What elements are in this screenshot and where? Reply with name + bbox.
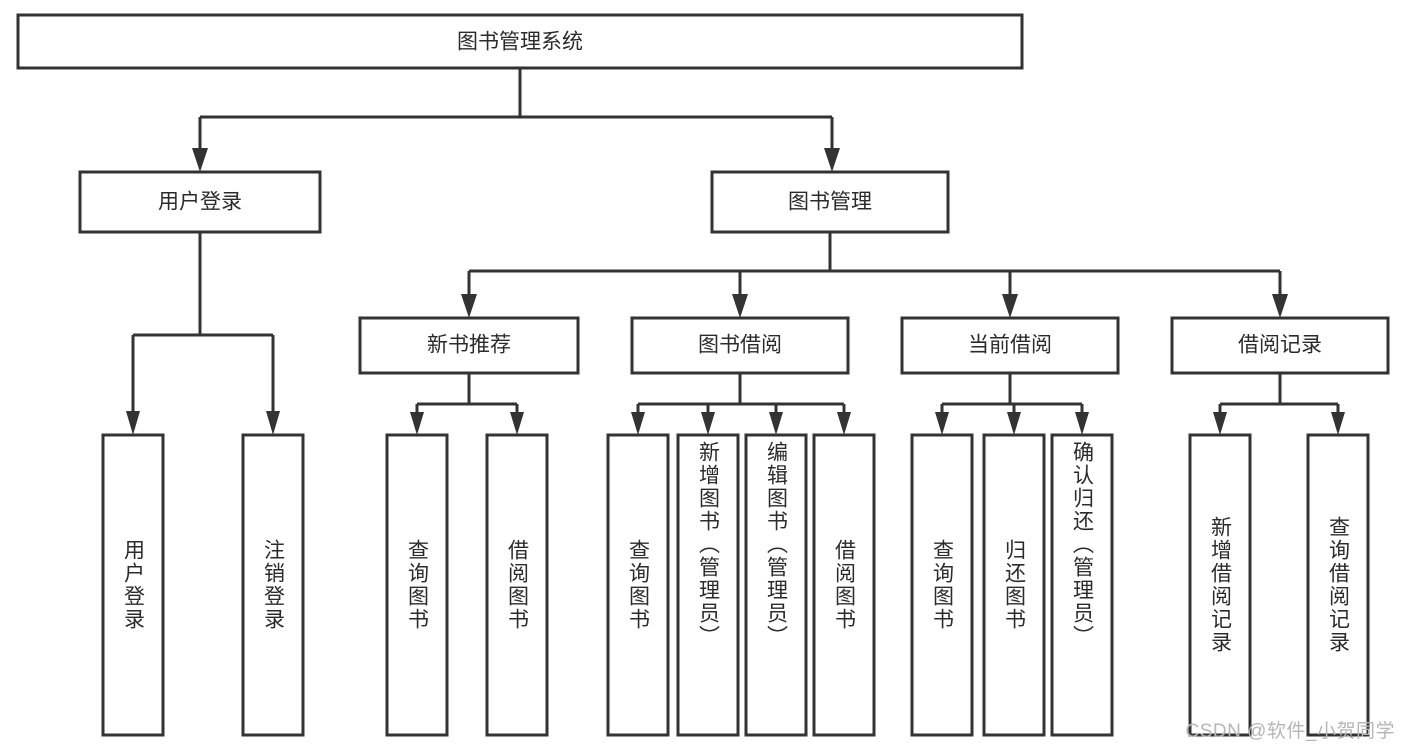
- node-new-book-recommend-label: 新书推荐: [427, 334, 511, 357]
- arrow-head-leaf-query-book-cb: [935, 412, 949, 435]
- arrow-head-new-book-recommend: [461, 294, 477, 318]
- arrow-head-user-login: [192, 148, 208, 172]
- leaf-query-borrow-rec-box[interactable]: [1306, 433, 1370, 737]
- node-user-login[interactable]: 用户登录: [78, 170, 322, 234]
- connector-group-user-login: [126, 232, 280, 435]
- connector-group-book-borrow: [631, 373, 851, 435]
- arrow-head-borrow-record: [1272, 294, 1288, 318]
- arrow-head-leaf-add-borrow-rec: [1213, 412, 1227, 435]
- leaf-add-borrow-rec-box[interactable]: [1188, 433, 1252, 737]
- node-book-management[interactable]: 图书管理: [710, 170, 950, 234]
- arrow-head-leaf-user-login: [126, 411, 140, 435]
- leaf-borrow-book-nbr-box[interactable]: [485, 433, 549, 737]
- node-book-borrow[interactable]: 图书借阅: [630, 316, 850, 375]
- connector-group-new-book-recommend: [410, 373, 524, 435]
- arrow-head-leaf-query-book-bb: [631, 412, 645, 435]
- leaf-add-book-admin-box[interactable]: [676, 433, 740, 737]
- leaf-user-logout-box[interactable]: [241, 433, 305, 737]
- csdn-watermark: CSDN @软件_小贺同学: [1185, 721, 1395, 742]
- node-root-label: 图书管理系统: [457, 31, 583, 54]
- arrow-head-book-borrow: [732, 294, 748, 318]
- leaf-return-book-box[interactable]: [982, 433, 1046, 737]
- leaf-borrow-book-bb-box[interactable]: [812, 433, 876, 737]
- node-borrow-record[interactable]: 借阅记录: [1170, 316, 1390, 375]
- node-user-login-box[interactable]: [78, 170, 322, 234]
- node-book-borrow-label: 图书借阅: [698, 334, 782, 357]
- node-book-management-box[interactable]: [710, 170, 950, 234]
- node-new-book-recommend-box[interactable]: [358, 316, 580, 375]
- node-book-borrow-box[interactable]: [630, 316, 850, 375]
- arrow-head-current-borrow: [1002, 294, 1018, 318]
- arrow-head-leaf-user-logout: [266, 411, 280, 435]
- arrow-head-leaf-borrow-book-nbr: [510, 412, 524, 435]
- leaf-edit-book-admin-box[interactable]: [744, 433, 808, 737]
- leaf-user-login-box[interactable]: [101, 433, 165, 737]
- arrow-head-leaf-add-book-admin: [701, 412, 715, 435]
- connector-group-root: [192, 68, 840, 172]
- arrow-head-leaf-return-book: [1007, 412, 1021, 435]
- connector-group-current-borrow: [935, 373, 1089, 435]
- arrow-head-leaf-confirm-return: [1075, 412, 1089, 435]
- node-current-borrow-label: 当前借阅: [968, 334, 1052, 357]
- node-borrow-record-box[interactable]: [1170, 316, 1390, 375]
- node-current-borrow[interactable]: 当前借阅: [900, 316, 1120, 375]
- node-root[interactable]: 图书管理系统: [16, 13, 1024, 70]
- leaf-query-book-nbr-box[interactable]: [385, 433, 449, 737]
- connector-group-borrow-record: [1213, 373, 1345, 435]
- node-new-book-recommend[interactable]: 新书推荐: [358, 316, 580, 375]
- arrow-head-leaf-edit-book-admin: [769, 412, 783, 435]
- node-user-login-label: 用户登录: [158, 191, 242, 214]
- leaf-query-book-cb-box[interactable]: [910, 433, 974, 737]
- node-root-box[interactable]: [16, 13, 1024, 70]
- leaf-confirm-return-box[interactable]: [1050, 433, 1114, 737]
- arrow-head-leaf-query-book-nbr: [410, 412, 424, 435]
- arrow-head-book-management: [824, 148, 840, 172]
- leaf-boxes: [101, 433, 1370, 737]
- arrow-head-leaf-query-borrow-rec: [1331, 412, 1345, 435]
- node-book-management-label: 图书管理: [788, 191, 872, 214]
- node-current-borrow-box[interactable]: [900, 316, 1120, 375]
- connector-group-book-management: [461, 232, 1288, 318]
- node-borrow-record-label: 借阅记录: [1238, 334, 1322, 357]
- leaf-query-book-bb-box[interactable]: [606, 433, 670, 737]
- arrow-head-leaf-borrow-book-bb: [837, 412, 851, 435]
